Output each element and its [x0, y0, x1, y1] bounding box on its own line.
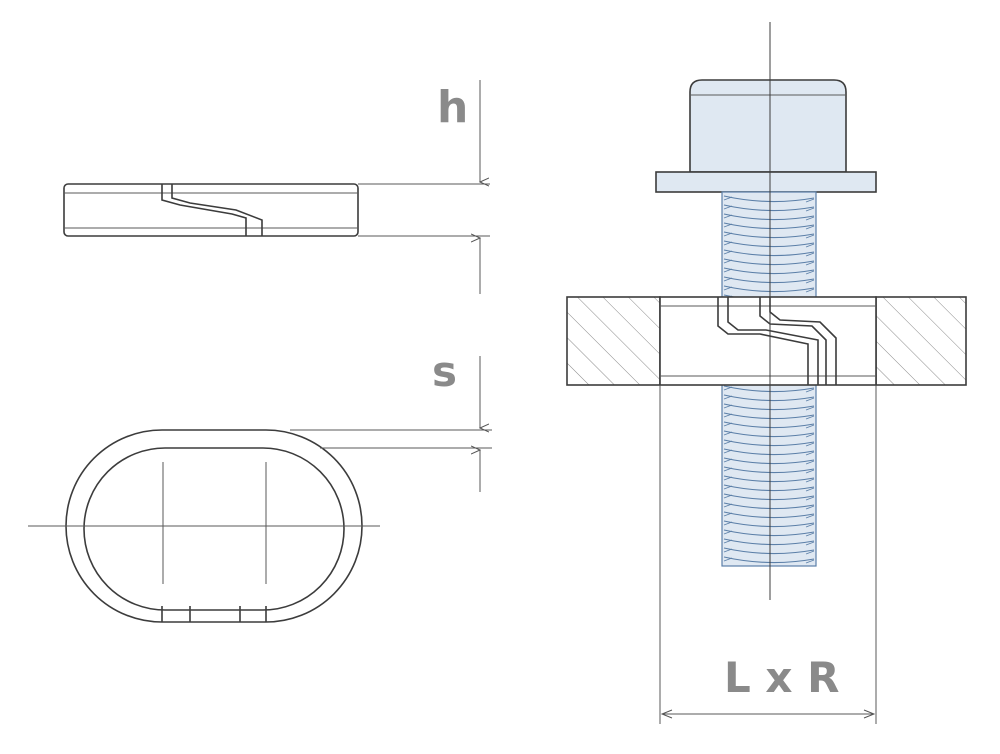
thread-crest: [723, 512, 815, 519]
thread-crest: [723, 250, 815, 257]
thread-line: [723, 457, 815, 465]
thread-crest: [723, 241, 815, 248]
thread-line: [723, 421, 815, 429]
thread-crest: [723, 467, 815, 474]
thread-crest: [723, 449, 815, 456]
thread-crest: [723, 422, 815, 429]
thread-line: [723, 249, 815, 257]
thread-crest: [723, 404, 815, 411]
slot-label: L x R: [724, 653, 839, 702]
thread-line: [723, 439, 815, 447]
thickness-dimension: s: [290, 347, 492, 492]
washer-top-view: [28, 429, 380, 623]
thread-crest: [723, 205, 815, 212]
thread-crest: [723, 476, 815, 483]
thread-line: [723, 430, 815, 438]
thread-line: [723, 231, 815, 239]
flange-washer: [655, 171, 877, 193]
thread-crest: [723, 440, 815, 447]
thread-line: [723, 285, 815, 293]
thread-crest: [723, 485, 815, 492]
thread-line: [723, 385, 815, 393]
thread-line: [723, 556, 815, 564]
thread-crest: [723, 458, 815, 465]
thread-crest: [723, 268, 815, 275]
thread-line: [723, 403, 815, 411]
thread-crest: [723, 539, 815, 546]
thread-line: [723, 529, 815, 537]
thread-line: [723, 484, 815, 492]
thread-crest: [723, 530, 815, 537]
thread-line: [723, 222, 815, 230]
slot-dimension: L x R: [659, 385, 877, 724]
thread-line: [723, 502, 815, 510]
thread-crest: [723, 259, 815, 266]
thread-line: [723, 511, 815, 519]
thread-crest: [723, 232, 815, 239]
screw-head: [689, 79, 847, 173]
thread-crest: [723, 286, 815, 293]
thread-crest: [723, 431, 815, 438]
thread-line: [723, 538, 815, 546]
thread-line: [723, 213, 815, 221]
screw-assembly: [566, 22, 967, 600]
thread-line: [723, 547, 815, 555]
washer-side-view: [63, 183, 359, 237]
thread-line: [723, 466, 815, 474]
plate-right-section: [875, 296, 967, 386]
thread-crest: [723, 196, 815, 203]
slot-washer: [659, 296, 877, 386]
height-dimension: h: [358, 80, 490, 294]
height-label: h: [437, 82, 468, 133]
thread-line: [723, 258, 815, 266]
thread-crest: [723, 413, 815, 420]
thread-crest: [723, 223, 815, 230]
thread-line: [723, 276, 815, 284]
thread-crest: [723, 548, 815, 555]
thread-line: [723, 493, 815, 501]
thread-crest: [723, 557, 815, 564]
thread-crest: [723, 503, 815, 510]
thread-line: [723, 448, 815, 456]
thread-crest: [723, 494, 815, 501]
thread-line: [723, 195, 815, 203]
thread-crest: [723, 214, 815, 221]
thread-line: [723, 394, 815, 402]
thickness-label: s: [432, 347, 457, 396]
thread-line: [723, 520, 815, 528]
thread-crest: [723, 386, 815, 393]
thread-crest: [723, 277, 815, 284]
thread-line: [723, 204, 815, 212]
plate-left-section: [566, 296, 661, 386]
thread-crest: [723, 395, 815, 402]
thread-line: [723, 240, 815, 248]
thread-line: [723, 475, 815, 483]
thread-crest: [723, 521, 815, 528]
thread-line: [723, 267, 815, 275]
thread-line: [723, 412, 815, 420]
